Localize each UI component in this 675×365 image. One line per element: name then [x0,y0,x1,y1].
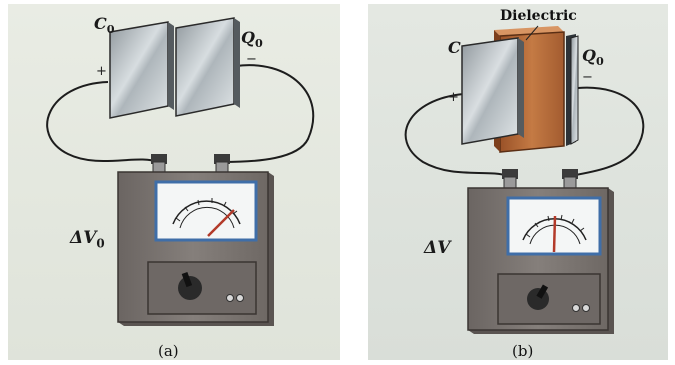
wire-left [404,93,509,177]
capacitance-label-a: C0 [94,14,115,37]
charge-label-b: Q0 [582,46,604,69]
meter-dial-a [154,180,258,242]
meter-control-panel-b [497,273,601,325]
dielectric-pointer [525,25,539,41]
capacitor-plate-right [175,17,235,117]
plus-sign-b: + [448,90,459,105]
selector-knob-a [178,276,202,300]
capacitor-plate-left-b [461,37,519,145]
meter-terminal-left [502,169,518,190]
voltage-label-a: ΔV0 [70,228,105,251]
minus-sign-b: − [582,70,593,85]
panel-a: C0 Q0 + − ΔV0 (a) [8,4,340,360]
wire-right [222,64,315,163]
voltage-label-b: ΔV [424,238,451,258]
panel-b: Dielectric C Q0 + − ΔV (b) [368,4,668,360]
meter-needle-a [207,209,235,237]
meter-terminal-right [562,169,578,190]
capacitor-circuit-a [46,17,315,326]
caption-b: (b) [512,342,534,360]
meter-needle-b [552,215,557,253]
capacitor-plate-left [109,21,169,119]
meter-terminal-right [214,154,230,175]
caption-a: (a) [158,342,179,360]
wire-left [46,81,159,163]
minus-sign-a: − [246,52,257,67]
plus-sign-a: + [96,64,107,79]
dielectric-label: Dielectric [500,8,577,24]
voltmeter-b [467,187,614,334]
capacitor-circuit-b [404,26,645,334]
meter-terminal-left [151,154,167,175]
wire-right [569,86,645,177]
charge-label-a: Q0 [241,28,263,51]
voltmeter-a [117,171,274,326]
capacitance-label-b: C [448,38,461,57]
